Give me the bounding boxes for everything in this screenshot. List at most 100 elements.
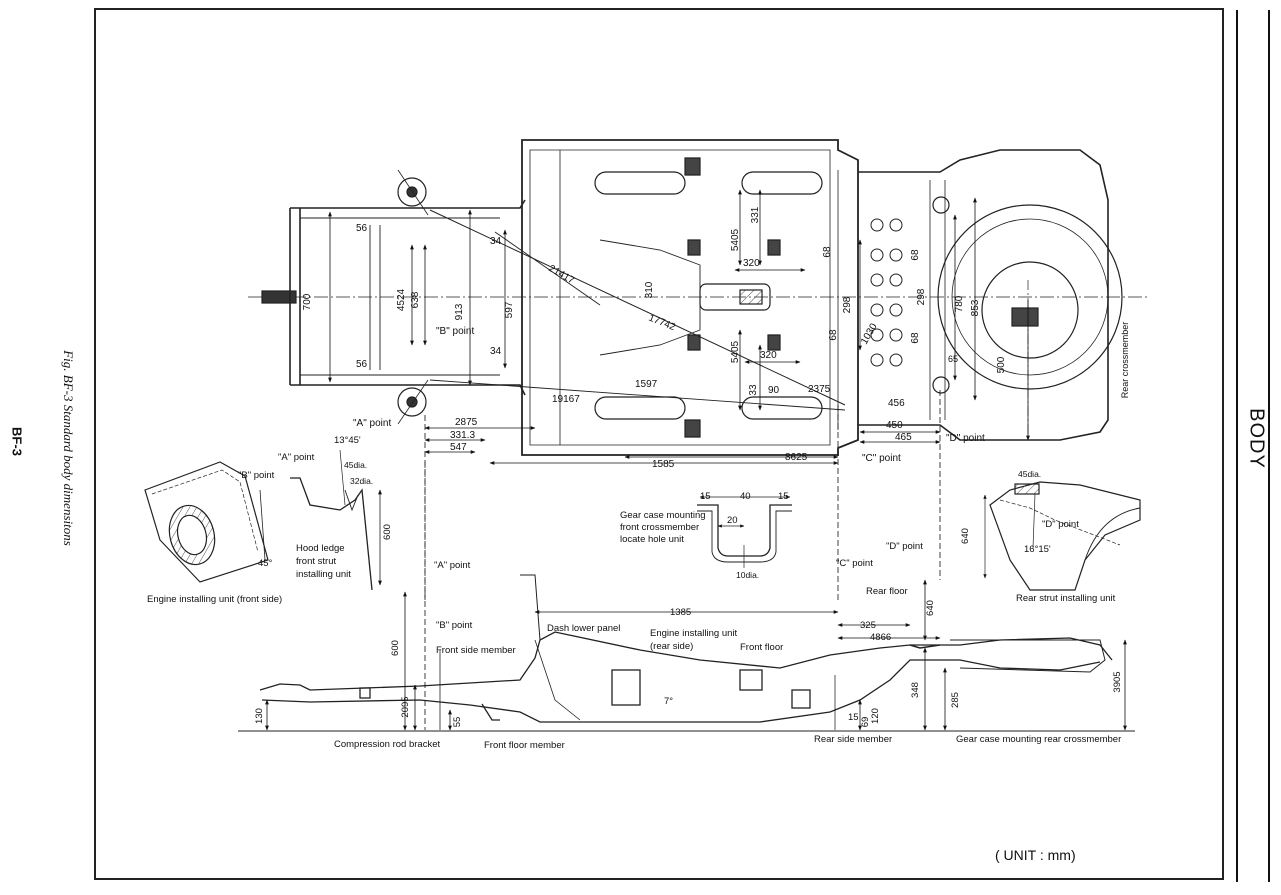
dim-600-side: 600 xyxy=(390,640,401,656)
dim-2375: 2375 xyxy=(808,384,831,395)
rear-strut-labels: 640 45dia. "D" point 16°15' Rear strut i… xyxy=(960,469,1116,604)
gear-case-label-1: Gear case mounting xyxy=(620,510,706,521)
rear-strut-detail xyxy=(983,481,1141,591)
engine-rear-label-2: (rear side) xyxy=(650,641,693,652)
dim-21417: 21417 xyxy=(547,263,577,287)
dim-547: 547 xyxy=(450,442,467,453)
dim-1030: 1030 xyxy=(859,321,880,346)
dim-3905: 3905 xyxy=(1112,671,1123,692)
side-elevation-view xyxy=(238,574,1135,732)
dim-320-bottom: 320 xyxy=(760,350,777,361)
dim-3313: 331.3 xyxy=(450,430,475,441)
dim-310: 310 xyxy=(644,281,655,298)
dim-65: 65 xyxy=(948,354,958,364)
underbody-plan-view xyxy=(248,139,1150,456)
dim-285: 285 xyxy=(950,692,961,708)
dim-19167: 19167 xyxy=(552,394,580,405)
d-point-label-plan: "D" point xyxy=(946,433,985,444)
hole-45dia-rear: 45dia. xyxy=(1018,469,1041,479)
dim-5405-bottom: 5405 xyxy=(730,340,741,363)
gear-case-labels: 15 40 15 20 10dia. Gear case mounting fr… xyxy=(620,491,789,580)
dim-33: 33 xyxy=(748,384,759,396)
dim-465: 465 xyxy=(895,432,912,443)
hole-45dia: 45dia. xyxy=(344,460,367,470)
hole-10dia: 10dia. xyxy=(736,570,759,580)
unit-note: ( UNIT : mm) xyxy=(995,847,1076,863)
rear-crossmember-label: Rear crossmember xyxy=(1120,322,1130,399)
d-point-label-side: "D" point xyxy=(886,541,923,552)
rear-floor-label: Rear floor xyxy=(866,586,908,597)
dim-8625: 8625 xyxy=(785,452,808,463)
dim-15-left: 15 xyxy=(700,491,711,502)
dim-298-b: 298 xyxy=(916,288,927,305)
dim-450: 450 xyxy=(886,420,903,431)
tab-rule-right xyxy=(1268,10,1270,882)
dim-55: 55 xyxy=(452,717,463,728)
engine-front-detail xyxy=(144,449,426,592)
engine-rear-label-1: Engine installing unit xyxy=(650,628,738,639)
dim-69: 69 xyxy=(860,717,871,728)
dim-500: 500 xyxy=(996,356,1007,373)
dim-1585: 1585 xyxy=(652,459,675,470)
dim-600-detail: 600 xyxy=(382,524,393,540)
b-point-label-side: "B" point xyxy=(436,620,473,631)
dim-700: 700 xyxy=(302,293,313,310)
d-point-label-rear: "D" point xyxy=(1042,519,1079,530)
dim-5405-top: 5405 xyxy=(730,228,741,251)
dim-120: 120 xyxy=(870,708,881,724)
dim-325: 325 xyxy=(860,620,876,631)
dim-56-top: 56 xyxy=(356,223,368,234)
dim-638: 638 xyxy=(410,291,421,308)
dim-34-top: 34 xyxy=(490,236,502,247)
engine-front-label: Engine installing unit (front side) xyxy=(147,594,282,605)
dim-90: 90 xyxy=(768,385,780,396)
dim-68-b: 68 xyxy=(828,329,839,341)
dim-2095: 2095 xyxy=(400,696,411,717)
a-point-label-detail: "A" point xyxy=(278,452,315,463)
dim-320-top: 320 xyxy=(743,258,760,269)
hole-32dia: 32dia. xyxy=(350,476,373,486)
front-strut-label: front strut xyxy=(296,556,336,567)
dim-1597: 1597 xyxy=(635,379,658,390)
b-point-label-detail: "B" point xyxy=(238,470,275,481)
a-point-label-plan: "A" point xyxy=(353,418,391,429)
compression-rod-label: Compression rod bracket xyxy=(334,739,440,750)
gear-case-detail xyxy=(697,495,792,568)
dim-913: 913 xyxy=(454,303,465,320)
strut-tower-right xyxy=(397,387,427,417)
gear-case-label-2: front crossmember xyxy=(620,522,699,533)
dim-17742: 17742 xyxy=(647,313,677,334)
dim-640-rear: 640 xyxy=(960,528,971,544)
dim-298-a: 298 xyxy=(842,296,853,313)
dim-68-c: 68 xyxy=(910,249,921,261)
a-point-label-side: "A" point xyxy=(434,560,471,571)
side-labels: 600 2095 130 55 1385 325 4866 640 348 28… xyxy=(254,541,1123,751)
tab-rule-left xyxy=(1236,10,1238,882)
gear-case-rear-label: Gear case mounting rear crossmember xyxy=(956,734,1121,745)
gear-case-label-3: locate hole unit xyxy=(620,534,684,545)
front-side-member-label: Front side member xyxy=(436,645,516,656)
dim-2875: 2875 xyxy=(455,417,478,428)
dim-34-bottom: 34 xyxy=(490,346,502,357)
dash-lower-panel-label: Dash lower panel xyxy=(547,623,620,634)
hood-ledge-label: Hood ledge xyxy=(296,543,345,554)
installing-unit-label: installing unit xyxy=(296,569,351,580)
side-dimension-lines xyxy=(265,579,1127,731)
dim-780: 780 xyxy=(954,295,965,312)
dim-15-right: 15 xyxy=(778,491,789,502)
dim-4524: 4524 xyxy=(396,288,407,311)
engine-front-labels: "B" point "A" point 13°45' 45dia. 32dia.… xyxy=(147,435,393,605)
angle-7: 7° xyxy=(664,696,673,707)
dim-15-side: 15 xyxy=(848,712,859,723)
dim-68-d: 68 xyxy=(910,332,921,344)
dim-597: 597 xyxy=(504,301,515,318)
strut-tower-left xyxy=(397,177,427,207)
rear-side-member-label: Rear side member xyxy=(814,734,892,745)
dim-456: 456 xyxy=(888,398,905,409)
plan-dimension-lines xyxy=(328,189,1030,600)
b-point-label-plan: "B" point xyxy=(436,326,474,337)
dim-853: 853 xyxy=(970,299,981,316)
dim-331: 331 xyxy=(750,206,761,223)
dim-20: 20 xyxy=(727,515,738,526)
